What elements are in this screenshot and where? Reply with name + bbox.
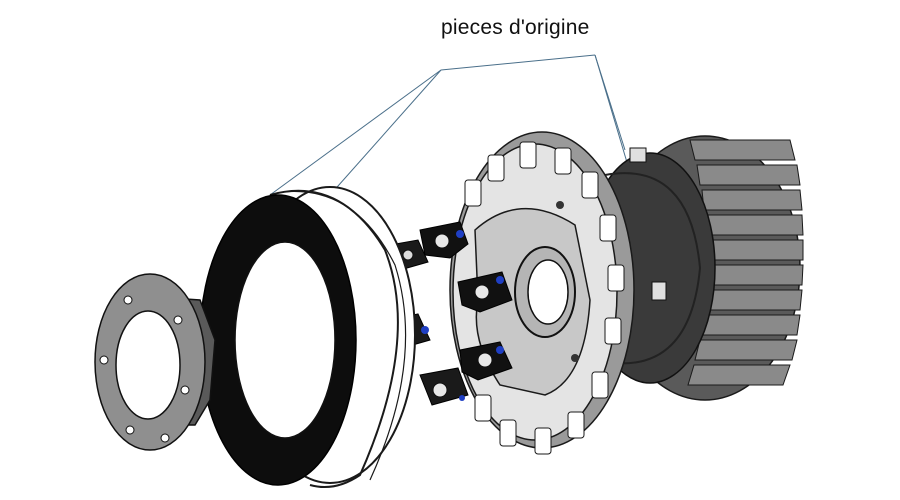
- callout-label: pieces d'origine: [441, 16, 590, 39]
- friction-disc-bore: [234, 241, 336, 439]
- housing-slots: [464, 141, 625, 455]
- clutch-shoes: [379, 221, 513, 406]
- pulley-pin: [651, 281, 667, 301]
- leader-line-friction-disc: [269, 69, 442, 196]
- friction-disc: [199, 186, 416, 488]
- leader-line-friction-disc-outer: [329, 69, 442, 196]
- flange-bolt-holes: [99, 295, 190, 443]
- flange-hub: [94, 273, 216, 451]
- callout-underline: [440, 54, 596, 71]
- shoe-bottom: [419, 341, 513, 406]
- pulley-pin-top: [629, 147, 647, 163]
- flange-bore: [115, 310, 181, 420]
